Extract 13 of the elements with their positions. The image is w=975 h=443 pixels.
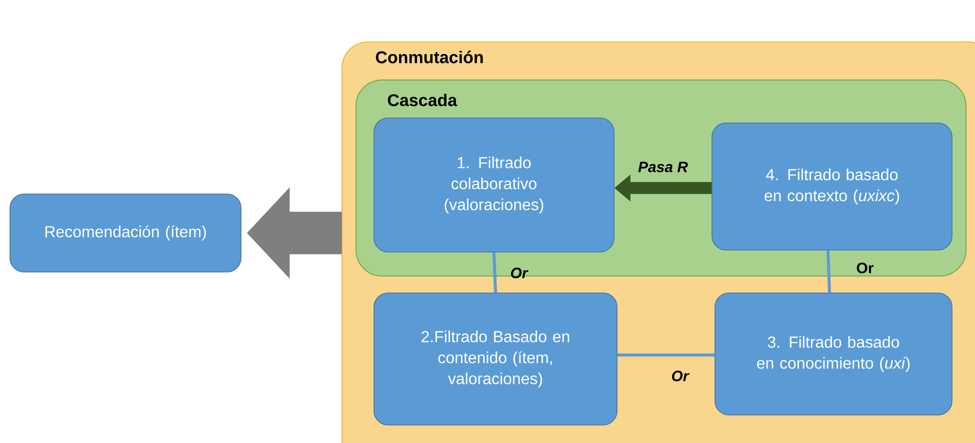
connector-line	[492, 252, 497, 293]
process-box: Recomendación (ítem)	[10, 194, 242, 272]
edge-label: Or	[511, 268, 528, 278]
process-box: 1. Filtrado colaborativo (valoraciones)	[374, 118, 614, 252]
connector-line	[826, 250, 831, 293]
block-arrow	[247, 187, 342, 279]
process-box: 2.Filtrado Basado en contenido (ítem, valoraciones)	[374, 292, 618, 426]
process-box: 4. Filtrado basado en contexto (uxixc)	[712, 122, 952, 250]
edge-label: Or	[672, 370, 690, 382]
edge-label: Or	[856, 262, 874, 274]
edge-label: Pasa R	[638, 162, 688, 172]
process-box: 3. Filtrado basado en conocimiento (uxi)	[714, 292, 952, 416]
connector-line	[617, 354, 715, 356]
